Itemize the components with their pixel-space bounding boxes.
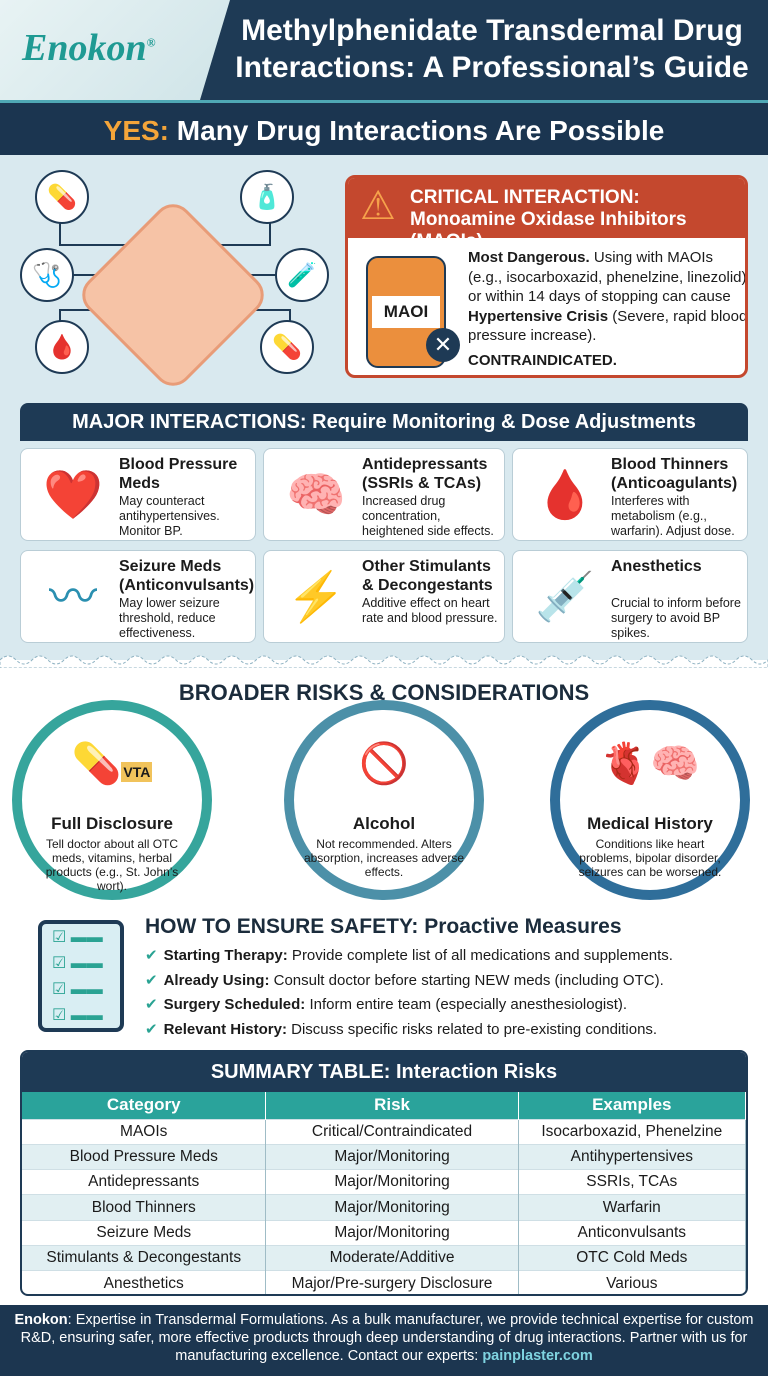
table-cell: Various (518, 1270, 746, 1294)
card-title: Anesthetics (611, 558, 702, 575)
table-title: SUMMARY TABLE: Interaction Risks (22, 1052, 746, 1092)
pulse-wave-icon: 〰 (48, 571, 97, 624)
check-icon: ✔ (145, 947, 158, 964)
card-description: May counteract antihypertensives. Monito… (119, 494, 220, 538)
interaction-card: 🩸 Blood Thinners (Anticoagulants)Interfer… (512, 448, 748, 541)
column-header: Risk (265, 1092, 519, 1119)
check-icon: ✔ (145, 971, 158, 989)
check-icon: ✔ (145, 996, 158, 1013)
table-cell: OTC Cold Meds (518, 1244, 746, 1271)
card-title: Blood Thinners (Anticoagulants) (611, 456, 738, 492)
table-cell: Major/Pre-surgery Disclosure (265, 1270, 519, 1294)
card-title: Antidepressants (SSRIs & TCAs) (362, 456, 488, 492)
table-cell: MAOIs (22, 1118, 267, 1145)
prohibited-x-icon: ✕ (426, 328, 460, 362)
check-icon: ✔ (145, 1020, 158, 1038)
table-cell: Blood Thinners (22, 1194, 267, 1221)
table-cell: Anesthetics (22, 1270, 267, 1294)
table-cell: Moderate/Additive (265, 1244, 519, 1271)
safety-item: ✔Surgery Scheduled: Inform entire team (… (145, 996, 628, 1013)
table-cell: Anticonvulsants (518, 1219, 746, 1246)
table-cell: Critical/Contraindicated (265, 1118, 519, 1145)
table-cell: Major/Monitoring (265, 1219, 519, 1246)
table-cell: SSRIs, TCAs (518, 1169, 746, 1195)
table-cell: Antihypertensives (518, 1143, 746, 1170)
logo: Enokon® (22, 27, 156, 69)
critical-interaction-card: CRITICAL INTERACTION:Monoamine Oxidase I… (345, 175, 748, 378)
supplement-bottle-icon: 🧪 (275, 248, 329, 302)
table-cell: Warfarin (518, 1194, 746, 1221)
wave-divider (0, 655, 768, 668)
card-title: Seizure Meds (Anticonvulsants) (119, 558, 255, 594)
maoi-bottle-icon: MAOI (366, 256, 446, 368)
table-cell: Blood Pressure Meds (22, 1143, 267, 1170)
column-header: Category (22, 1092, 267, 1119)
table-cell: Antidepressants (22, 1169, 267, 1195)
mask-syringe-icon: 💉 (535, 571, 595, 624)
critical-header: CRITICAL INTERACTION:Monoamine Oxidase I… (348, 178, 745, 252)
table-cell: Isocarboxazid, Phenelzine (518, 1118, 746, 1145)
header-bar (200, 0, 768, 100)
table-cell: Major/Monitoring (265, 1169, 519, 1195)
logo-area (0, 0, 230, 100)
safety-item: ✔Already Using: Consult doctor before st… (145, 971, 664, 989)
capsules-icon: 💊 (260, 320, 314, 374)
card-title: Blood Pressure Meds (119, 456, 238, 492)
safety-heading: HOW TO ENSURE SAFETY: Proactive Measures (145, 915, 622, 938)
heart-gauge-icon: ❤️ (43, 469, 103, 522)
pill-bottles-icon: 💊 (35, 170, 89, 224)
footer: Enokon: Expertise in Transdermal Formula… (0, 1305, 768, 1376)
card-description: Crucial to inform before surgery to avoi… (611, 596, 741, 640)
column-header: Examples (518, 1092, 746, 1119)
table-cell: Stimulants & Decongestants (22, 1244, 267, 1271)
safety-list: ✔Starting Therapy: Provide complete list… (145, 944, 673, 1042)
table-cell: Major/Monitoring (265, 1143, 519, 1170)
medicine-bottle-icon: 🧴 (240, 170, 294, 224)
no-alcohol-icon: 🚫 (359, 742, 409, 786)
table-cell: Seizure Meds (22, 1219, 267, 1246)
major-interactions-heading: MAJOR INTERACTIONS: Require Monitoring &… (20, 403, 748, 441)
interaction-card: 〰 Seizure Meds (Anticonvulsants)May lower… (20, 550, 256, 643)
summary-table: SUMMARY TABLE: Interaction Risks Categor… (20, 1050, 748, 1296)
heart-brain-icon: 🫀🧠 (600, 742, 700, 786)
nasal-spray-icon: ⚡ (286, 571, 346, 624)
blood-drop-pill-icon: 🩸 (35, 320, 89, 374)
safety-item: ✔Relevant History: Discuss specific risk… (145, 1020, 658, 1038)
card-description: Additive effect on heart rate and blood … (362, 596, 498, 625)
critical-description: Most Dangerous. Using with MAOIs (e.g., … (468, 249, 748, 369)
interaction-card: 🧠 Antidepressants (SSRIs & TCAs)Increased… (263, 448, 505, 541)
warning-icon: ⚠ (360, 184, 396, 228)
medical-kit-icon: 🩺 (20, 248, 74, 302)
table-cell: Major/Monitoring (265, 1194, 519, 1221)
headline-banner: YES: Many Drug Interactions Are Possible (0, 100, 768, 155)
blood-drop-icon: 🩸 (535, 469, 595, 522)
checklist-clipboard-icon: ☑ ▬▬☑ ▬▬☑ ▬▬☑ ▬▬ (38, 920, 124, 1032)
supplements-icon: 💊VTA (71, 742, 153, 786)
safety-item: ✔Starting Therapy: Provide complete list… (145, 947, 673, 964)
card-title: Other Stimulants & Decongestants (362, 558, 493, 594)
website-link[interactable]: painplaster.com (482, 1348, 593, 1364)
brain-pill-icon: 🧠 (286, 469, 346, 522)
card-description: Interferes with metabolism (e.g., warfar… (611, 494, 735, 538)
card-description: May lower seizure threshold, reduce effe… (119, 596, 220, 640)
card-description: Increased drug concentration, heightened… (362, 494, 494, 538)
